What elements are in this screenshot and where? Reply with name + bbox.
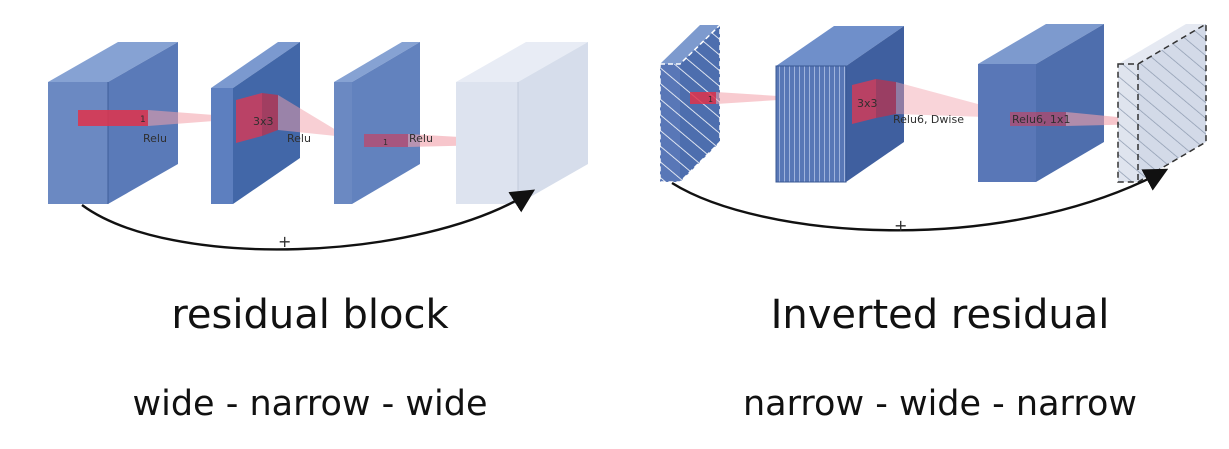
- relu-1-label: Relu: [143, 132, 167, 145]
- inverted-residual-subtitle: narrow - wide - narrow: [743, 384, 1137, 424]
- kernel-3x3-label: 3x3: [253, 115, 274, 128]
- relu-3-label: Relu: [409, 132, 433, 145]
- plus-sign-left: +: [278, 232, 291, 251]
- kernel-3x3-label-right: 3x3: [857, 97, 878, 110]
- inverted-residual-diagram: 1 3x3 Relu6, Dwise Relu6, 1x1: [659, 22, 1207, 235]
- relu6-dwise-label: Relu6, Dwise: [893, 113, 964, 126]
- residual-block-title: residual block: [171, 292, 449, 338]
- relu6-1x1-label: Relu6, 1x1: [1012, 113, 1070, 126]
- kernel-1-label-b: 1: [383, 138, 388, 147]
- residual-block-diagram: 1 Relu 3x3 Relu 1 Relu: [48, 42, 588, 251]
- skip-connection-arrow-left: [81, 189, 536, 251]
- residual-block-subtitle: wide - narrow - wide: [132, 384, 488, 424]
- narrow-second-tensor: [334, 42, 420, 204]
- projection-tensor: [978, 24, 1104, 182]
- kernel-1x1-left: 1 Relu: [78, 110, 214, 145]
- kernel-1-label-right: 1: [708, 95, 713, 104]
- kernel-1x1-right: 1: [690, 92, 778, 104]
- kernel-1x1-label: 1: [140, 115, 146, 125]
- kernel-3x3-left: 3x3 Relu: [236, 93, 336, 145]
- wide-output-tensor: [456, 42, 588, 204]
- narrow-output-tensor: [1117, 22, 1207, 183]
- skip-connection-arrow-right: [671, 168, 1169, 232]
- relu-2-label: Relu: [287, 132, 311, 145]
- plus-sign-right: +: [894, 216, 907, 235]
- inverted-residual-title: Inverted residual: [770, 292, 1110, 338]
